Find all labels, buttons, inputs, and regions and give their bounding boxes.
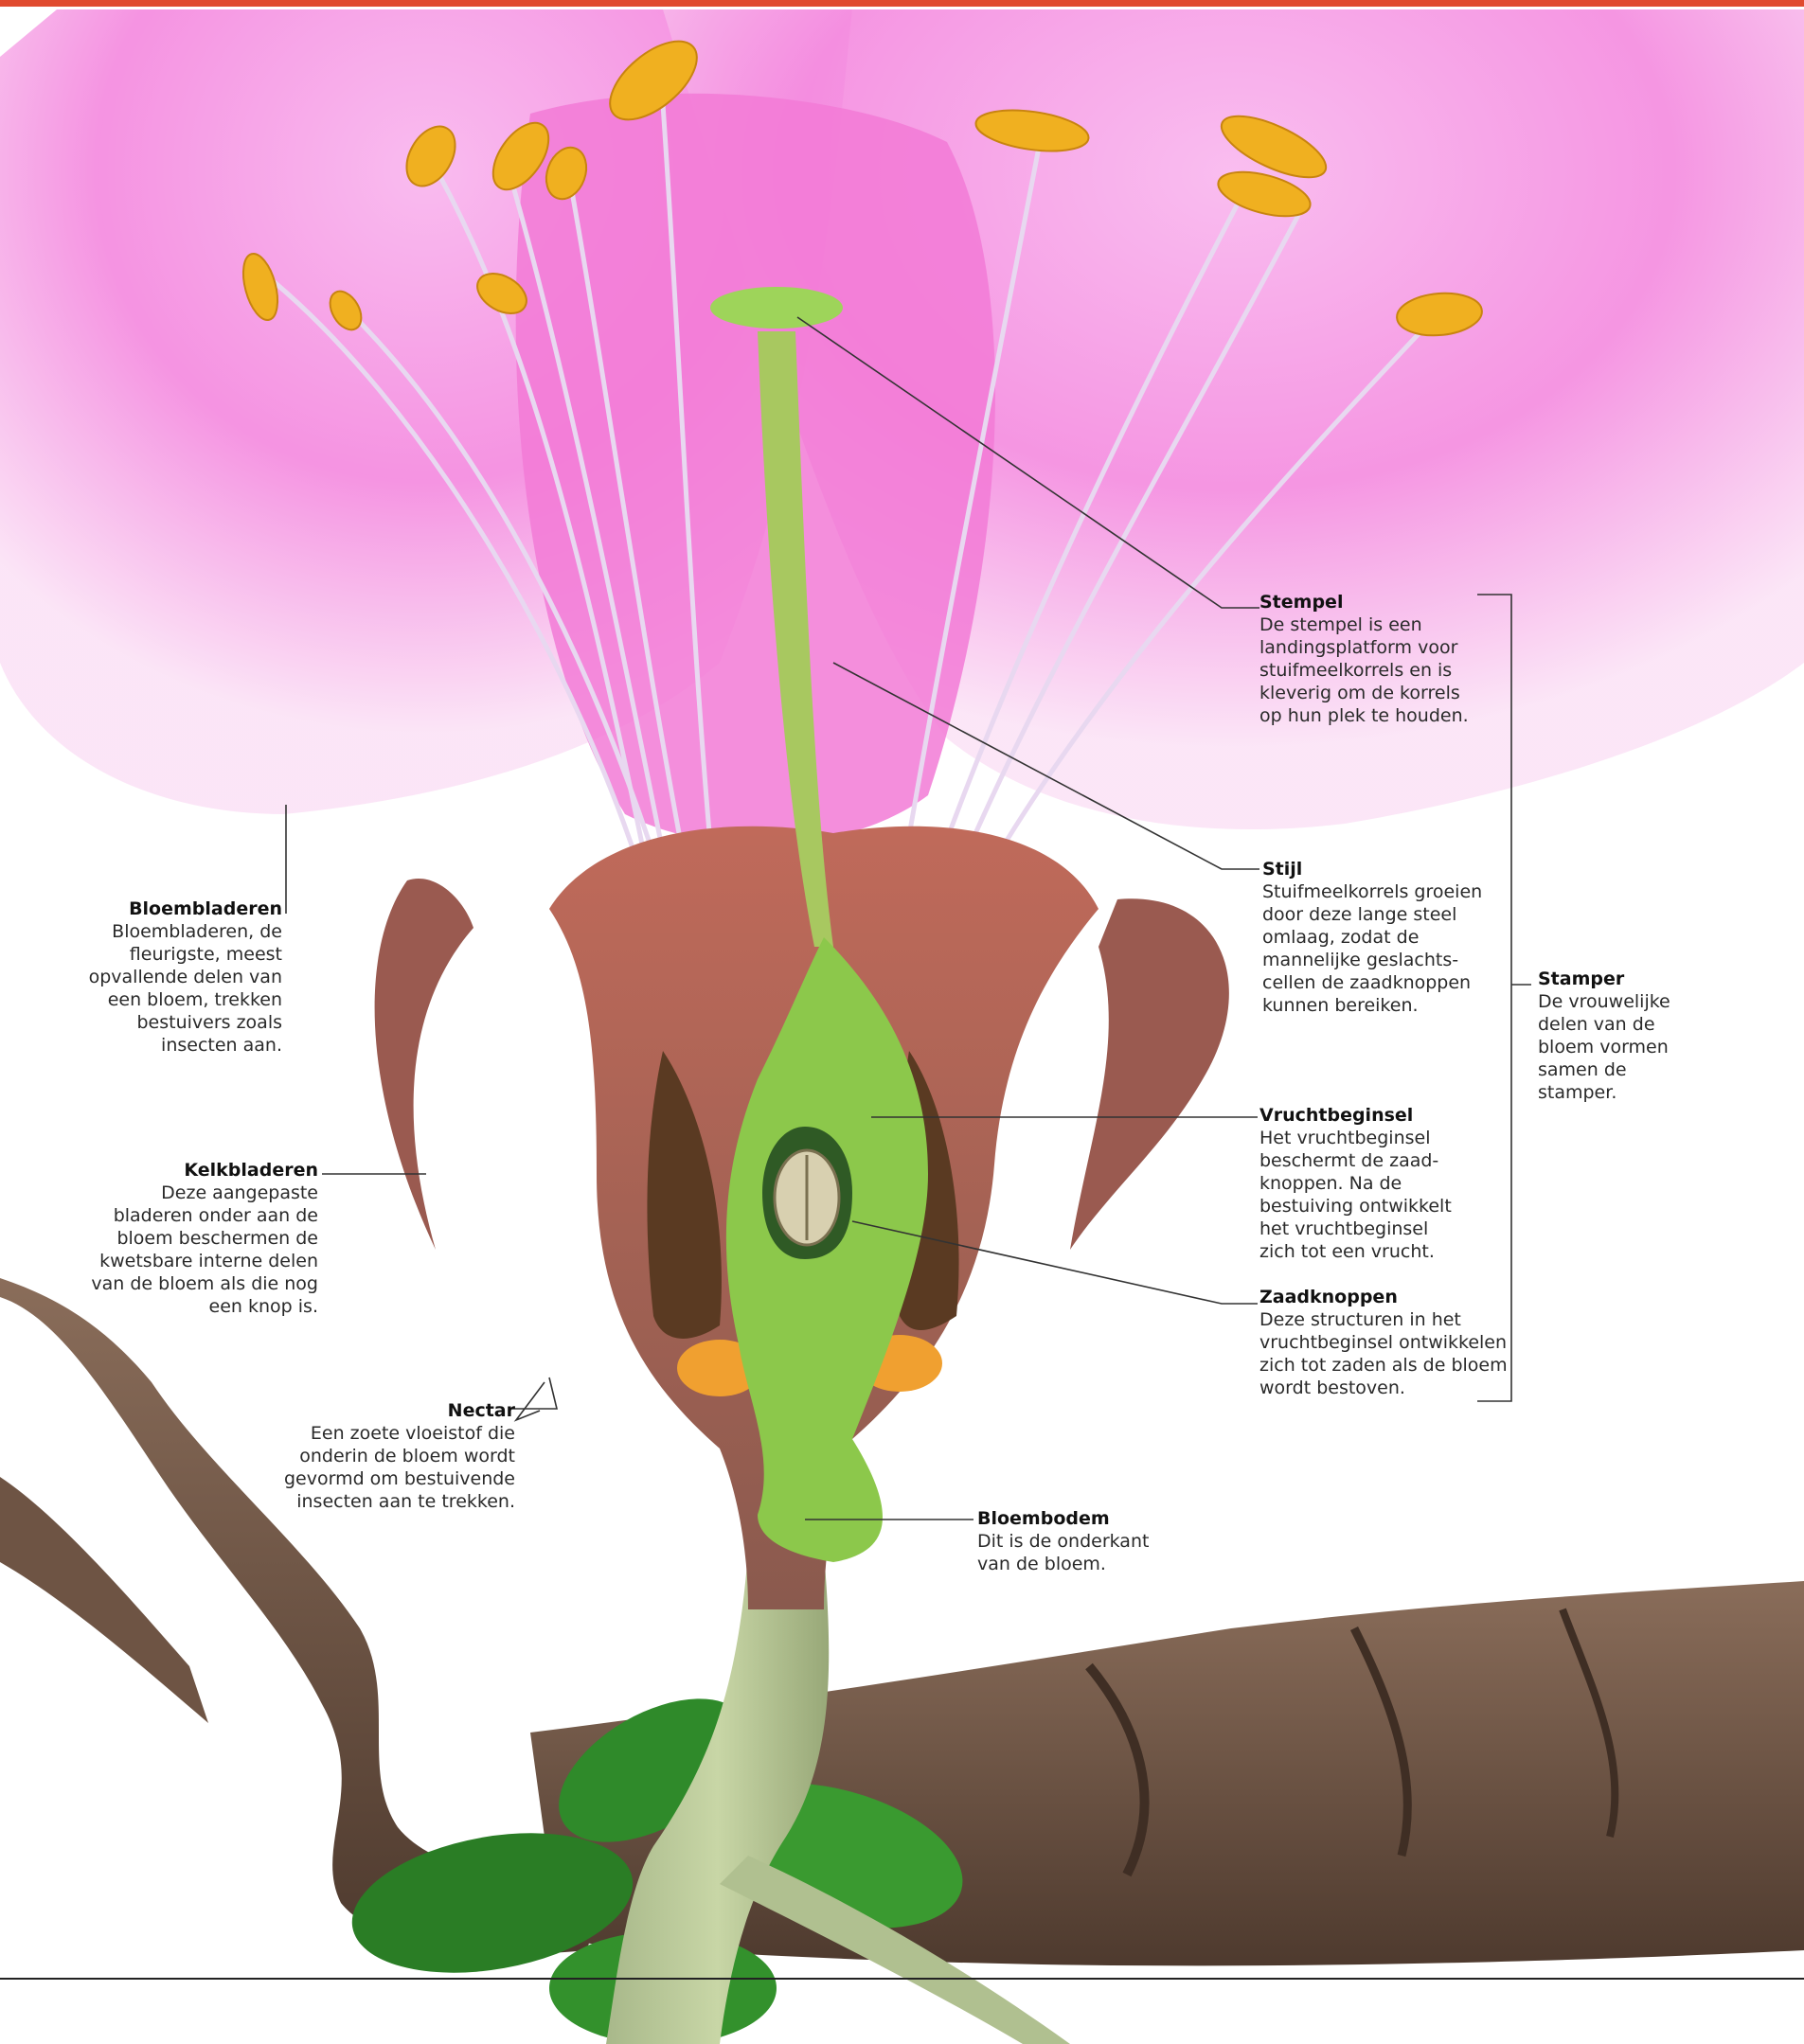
label-title: Zaadknoppen (1259, 1286, 1515, 1308)
label-nectar: Nectar Een zoete vloeistof die onderin d… (265, 1399, 515, 1513)
label-text: De stempel is een landingsplatform voor … (1259, 613, 1496, 727)
label-text: Deze aangepaste bladeren onder aan de bl… (57, 1182, 318, 1318)
label-title: Vruchtbeginsel (1259, 1104, 1496, 1127)
label-zaadknoppen: Zaadknoppen Deze structuren in het vruch… (1259, 1286, 1515, 1399)
bottom-rule (0, 1978, 1804, 1980)
label-kelkbladeren: Kelkbladeren Deze aangepaste bladeren on… (57, 1159, 318, 1318)
label-title: Bloembodem (977, 1507, 1186, 1530)
label-stijl: Stijl Stuifmeelkorrels groeien door deze… (1262, 858, 1499, 1017)
stigma (710, 287, 843, 329)
label-text: Dit is de onderkant van de bloem. (977, 1530, 1186, 1575)
label-text: Het vruchtbeginsel beschermt de zaad- kn… (1259, 1127, 1496, 1263)
label-bloembodem: Bloembodem Dit is de onderkant van de bl… (977, 1507, 1186, 1575)
label-text: Deze structuren in het vruchtbeginsel on… (1259, 1308, 1515, 1399)
petals (0, 9, 1804, 844)
label-title: Bloembladeren (57, 898, 282, 920)
label-title: Stijl (1262, 858, 1499, 880)
label-text: Bloembladeren, de fleurigste, meest opva… (57, 920, 282, 1057)
label-title: Nectar (265, 1399, 515, 1422)
label-text: Een zoete vloeistof die onderin de bloem… (265, 1422, 515, 1513)
label-stamper: Stamper De vrouwelijke delen van de bloe… (1538, 968, 1708, 1104)
label-text: Stuifmeelkorrels groeien door deze lange… (1262, 880, 1499, 1017)
label-title: Kelkbladeren (57, 1159, 318, 1182)
label-bloembladeren: Bloembladeren Bloembladeren, de fleurigs… (57, 898, 282, 1057)
label-title: Stempel (1259, 591, 1496, 613)
label-text: De vrouwelijke delen van de bloem vormen… (1538, 990, 1708, 1104)
label-title: Stamper (1538, 968, 1708, 990)
label-vruchtbeginsel: Vruchtbeginsel Het vruchtbeginsel besche… (1259, 1104, 1496, 1263)
label-stempel: Stempel De stempel is een landingsplatfo… (1259, 591, 1496, 727)
